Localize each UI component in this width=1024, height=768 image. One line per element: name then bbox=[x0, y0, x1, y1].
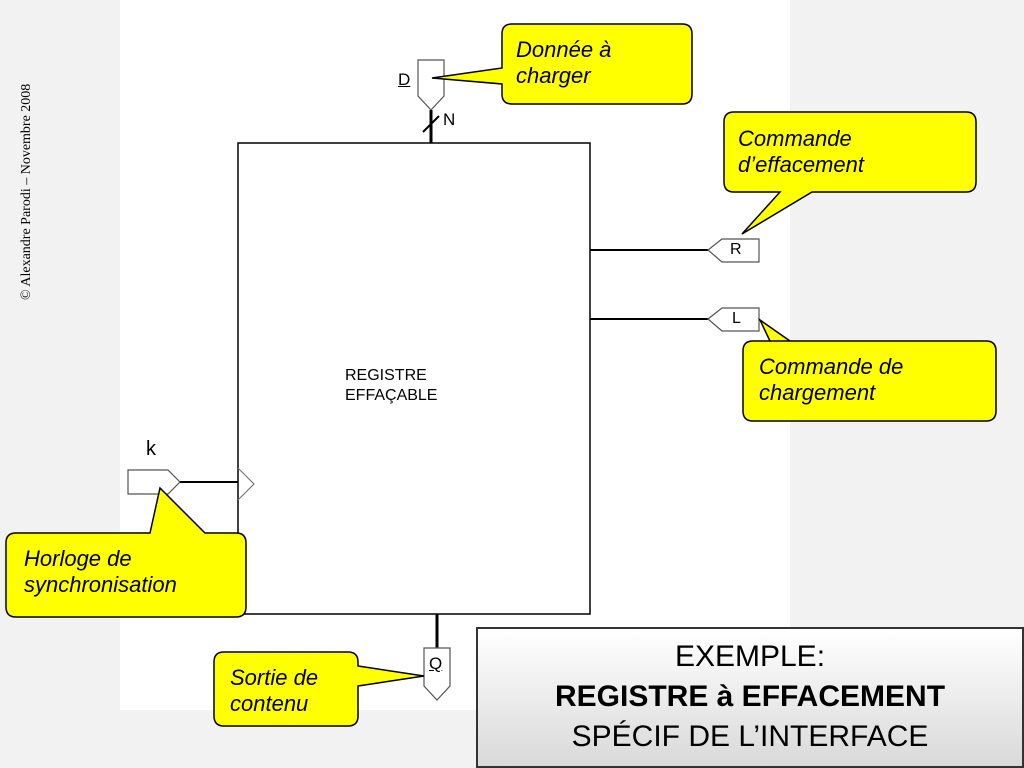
callout-donnee: Donnée à charger bbox=[516, 37, 611, 89]
pin-q-shape bbox=[423, 647, 451, 701]
callout-horloge-line1: Horloge de bbox=[24, 546, 132, 571]
callout-chargement-line1: Commande de bbox=[759, 354, 904, 379]
callout-horloge-line2: synchronisation bbox=[24, 572, 177, 597]
pin-d-shape bbox=[417, 59, 445, 111]
pin-r-label: R bbox=[730, 241, 742, 258]
pin-l-label: L bbox=[732, 310, 741, 327]
pin-k-shape bbox=[127, 469, 181, 495]
title-line3: SPÉCIF DE L’INTERFACE bbox=[571, 720, 929, 753]
callout-effacement-line2: d’effacement bbox=[738, 152, 864, 177]
callout-effacement-shape bbox=[723, 111, 977, 235]
register-label-line1: REGISTRE bbox=[345, 367, 427, 384]
callout-chargement: Commande de chargement bbox=[759, 354, 903, 406]
callout-donnee-line2: charger bbox=[516, 63, 591, 88]
register-box bbox=[237, 142, 591, 615]
register-label: REGISTRE EFFAÇABLE bbox=[345, 366, 437, 406]
callout-sortie-line1: Sortie de bbox=[230, 665, 319, 690]
title-line1: EXEMPLE: bbox=[674, 640, 826, 673]
callout-horloge-shape bbox=[5, 486, 247, 618]
pin-r-shape bbox=[707, 238, 760, 263]
callout-sortie-line2: contenu bbox=[230, 691, 309, 716]
callout-donnee-shape bbox=[431, 23, 693, 105]
callout-horloge: Horloge de synchronisation bbox=[24, 546, 177, 598]
register-label-line2: EFFAÇABLE bbox=[345, 387, 438, 404]
title-line2: REGISTRE à EFFACEMENT bbox=[554, 680, 946, 713]
bus-n-slash bbox=[422, 115, 440, 133]
callout-chargement-line2: chargement bbox=[759, 380, 876, 405]
callout-donnee-line1: Donnée à bbox=[516, 37, 612, 62]
pin-d-label: D bbox=[398, 70, 411, 89]
pin-k-label: k bbox=[146, 438, 156, 460]
callout-sortie: Sortie de contenu bbox=[230, 665, 318, 717]
title-box: EXEMPLE: REGISTRE à EFFACEMENT SPÉCIF DE… bbox=[476, 627, 1024, 768]
pin-n-label: N bbox=[443, 110, 456, 129]
callout-chargement-shape bbox=[742, 317, 997, 422]
pin-q-label: Q bbox=[429, 654, 443, 673]
clock-triangle bbox=[237, 467, 255, 501]
callout-sortie-shape bbox=[213, 651, 425, 727]
callout-effacement-line1: Commande bbox=[738, 126, 852, 151]
callout-effacement: Commande d’effacement bbox=[738, 126, 864, 178]
